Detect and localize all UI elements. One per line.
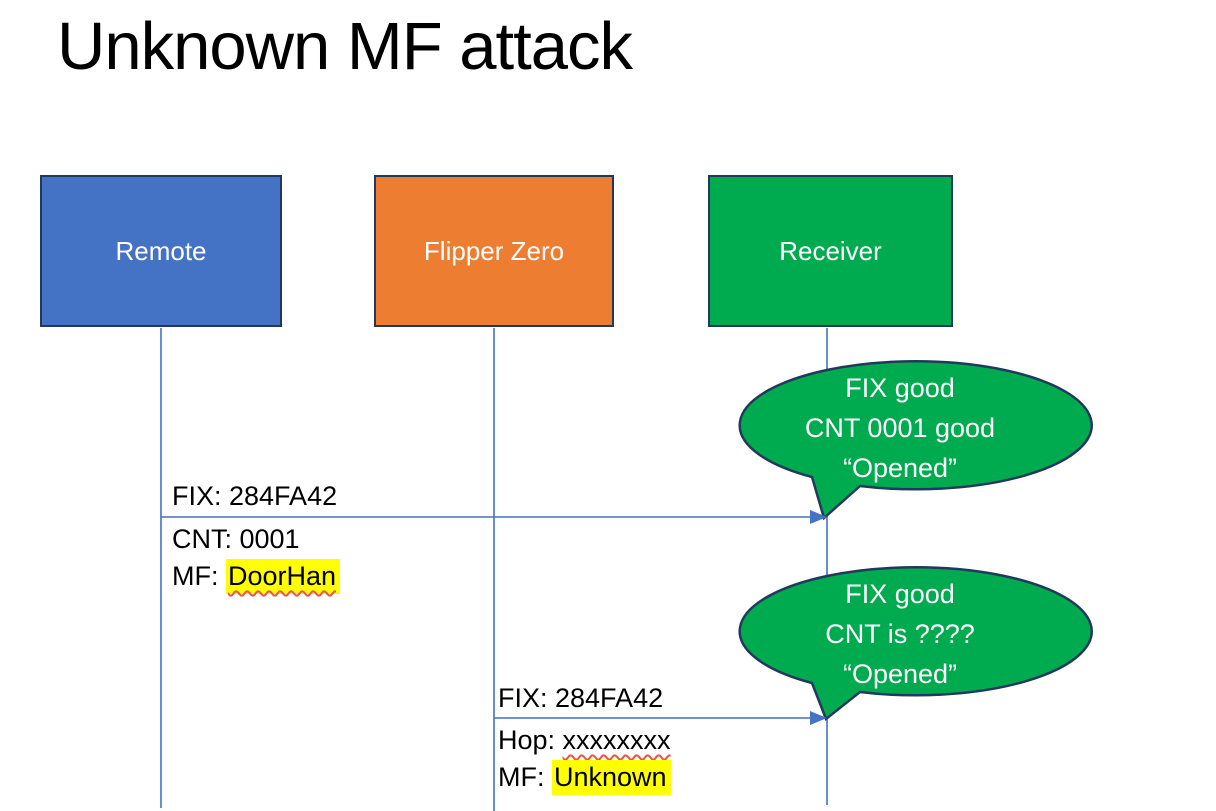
message-1-details: CNT: 0001 MF: DoorHan [172, 521, 341, 595]
callout-1-line-3: “Opened” [842, 453, 958, 483]
actor-box-receiver: Receiver [708, 175, 953, 327]
actor-label-flipper-zero: Flipper Zero [423, 235, 565, 266]
callout-2-text: FIX good CNT is ???? “Opened” [735, 574, 1065, 694]
callout-2-line-1: FIX good [845, 579, 955, 609]
message-1-cnt-row: CNT: 0001 [172, 521, 340, 558]
callout-1-text: FIX good CNT 0001 good “Opened” [735, 368, 1065, 488]
message-2-hop-row: Hop: xxxxxxxx [498, 722, 671, 759]
actor-box-remote: Remote [40, 175, 282, 327]
message-2-mf-value-highlighted: Unknown [552, 760, 671, 795]
slide-title: Unknown MF attack [57, 9, 633, 84]
message-1-arrowhead-icon [810, 510, 827, 524]
message-2-arrow [494, 711, 827, 725]
message-2-hop-prefix: Hop: [498, 725, 563, 755]
message-2-mf-row: MF: Unknown [498, 759, 671, 796]
callout-2-bubble [738, 566, 1093, 722]
message-1-cnt-text: CNT: 0001 [172, 524, 300, 554]
message-1-mf-prefix: MF: [172, 561, 226, 591]
callout-1-line-1: FIX good [845, 373, 955, 403]
message-1-mf-value-highlighted: DoorHan [226, 559, 341, 594]
message-1-arrow [161, 510, 827, 524]
actor-label-remote: Remote [115, 235, 207, 266]
actor-box-flipper-zero: Flipper Zero [374, 175, 614, 327]
message-2-hop-value: xxxxxxxx [562, 725, 671, 755]
message-2-mf-prefix: MF: [498, 762, 552, 792]
message-1-mf-row: MF: DoorHan [172, 558, 341, 595]
message-2-fix-label: FIX: 284FA42 [498, 683, 664, 713]
message-2-arrowhead-icon [810, 711, 827, 725]
callout-2-line-2: CNT is ???? [825, 619, 975, 649]
message-2-details: Hop: xxxxxxxx MF: Unknown [498, 722, 671, 796]
callout-2-line-3: “Opened” [842, 659, 958, 689]
callout-1-bubble [738, 360, 1093, 521]
actor-label-receiver: Receiver [779, 235, 882, 266]
message-1-fix-label: FIX: 284FA42 [172, 481, 338, 511]
callout-1-line-2: CNT 0001 good [804, 413, 996, 443]
